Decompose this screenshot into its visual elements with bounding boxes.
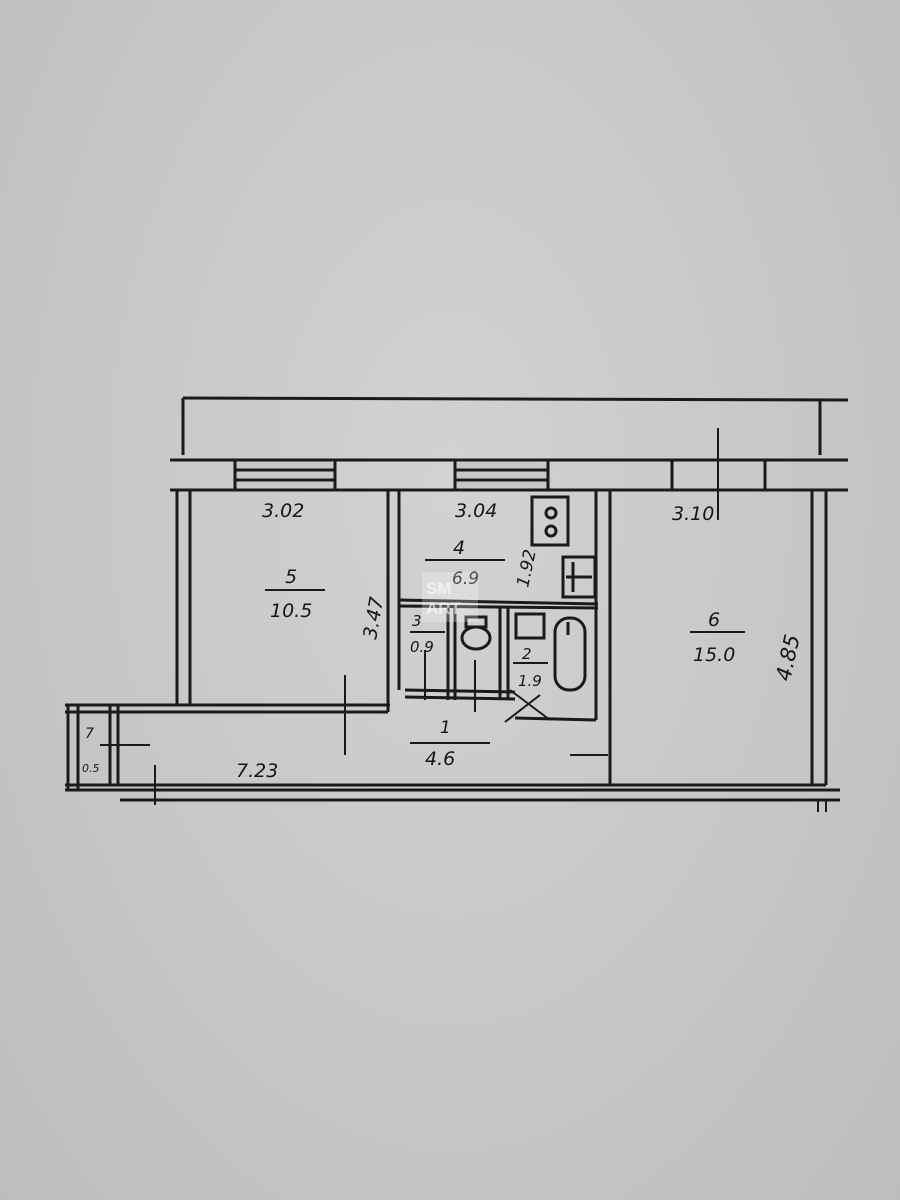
svg-text:SM: SM <box>426 579 452 598</box>
room-6-area: 15.0 <box>693 644 735 666</box>
room-6-length: 4.85 <box>771 632 804 683</box>
stove-icon <box>530 495 570 547</box>
window-room-4 <box>453 458 550 492</box>
sink-icon <box>561 555 597 599</box>
washbasin-icon <box>514 612 546 640</box>
room-4-length: 1.92 <box>513 548 540 589</box>
room-4-width: 3.04 <box>455 500 497 522</box>
room-4-number: 4 <box>453 537 465 559</box>
room-2-number: 2 <box>522 645 532 663</box>
room-3-number: 3 <box>412 612 422 630</box>
room-1-number: 1 <box>440 718 451 738</box>
label-dividers <box>265 559 745 744</box>
room-5-width: 3.02 <box>262 500 304 522</box>
room-6-width: 3.10 <box>672 503 714 525</box>
room-5-length: 3.47 <box>359 595 388 640</box>
room-4-area: 6.9 <box>452 569 479 589</box>
room-5-area: 10.5 <box>270 600 312 622</box>
balcony <box>181 396 849 455</box>
room-5-number: 5 <box>285 566 297 588</box>
corridor-length: 7.23 <box>236 760 278 782</box>
svg-text:ART: ART <box>426 599 462 618</box>
walls <box>65 490 840 812</box>
room-6-number: 6 <box>708 609 720 631</box>
watermark-logo: SM ART <box>422 572 478 622</box>
bathtub-icon <box>553 616 587 692</box>
room-3-area: 0.9 <box>410 638 434 656</box>
room-7-number: 7 <box>85 726 94 742</box>
room-7-area: 0.5 <box>82 762 100 775</box>
room-2-area: 1.9 <box>518 672 542 690</box>
toilet-icon <box>460 615 492 651</box>
room-1-area: 4.6 <box>425 748 455 770</box>
window-room-5 <box>233 458 337 492</box>
